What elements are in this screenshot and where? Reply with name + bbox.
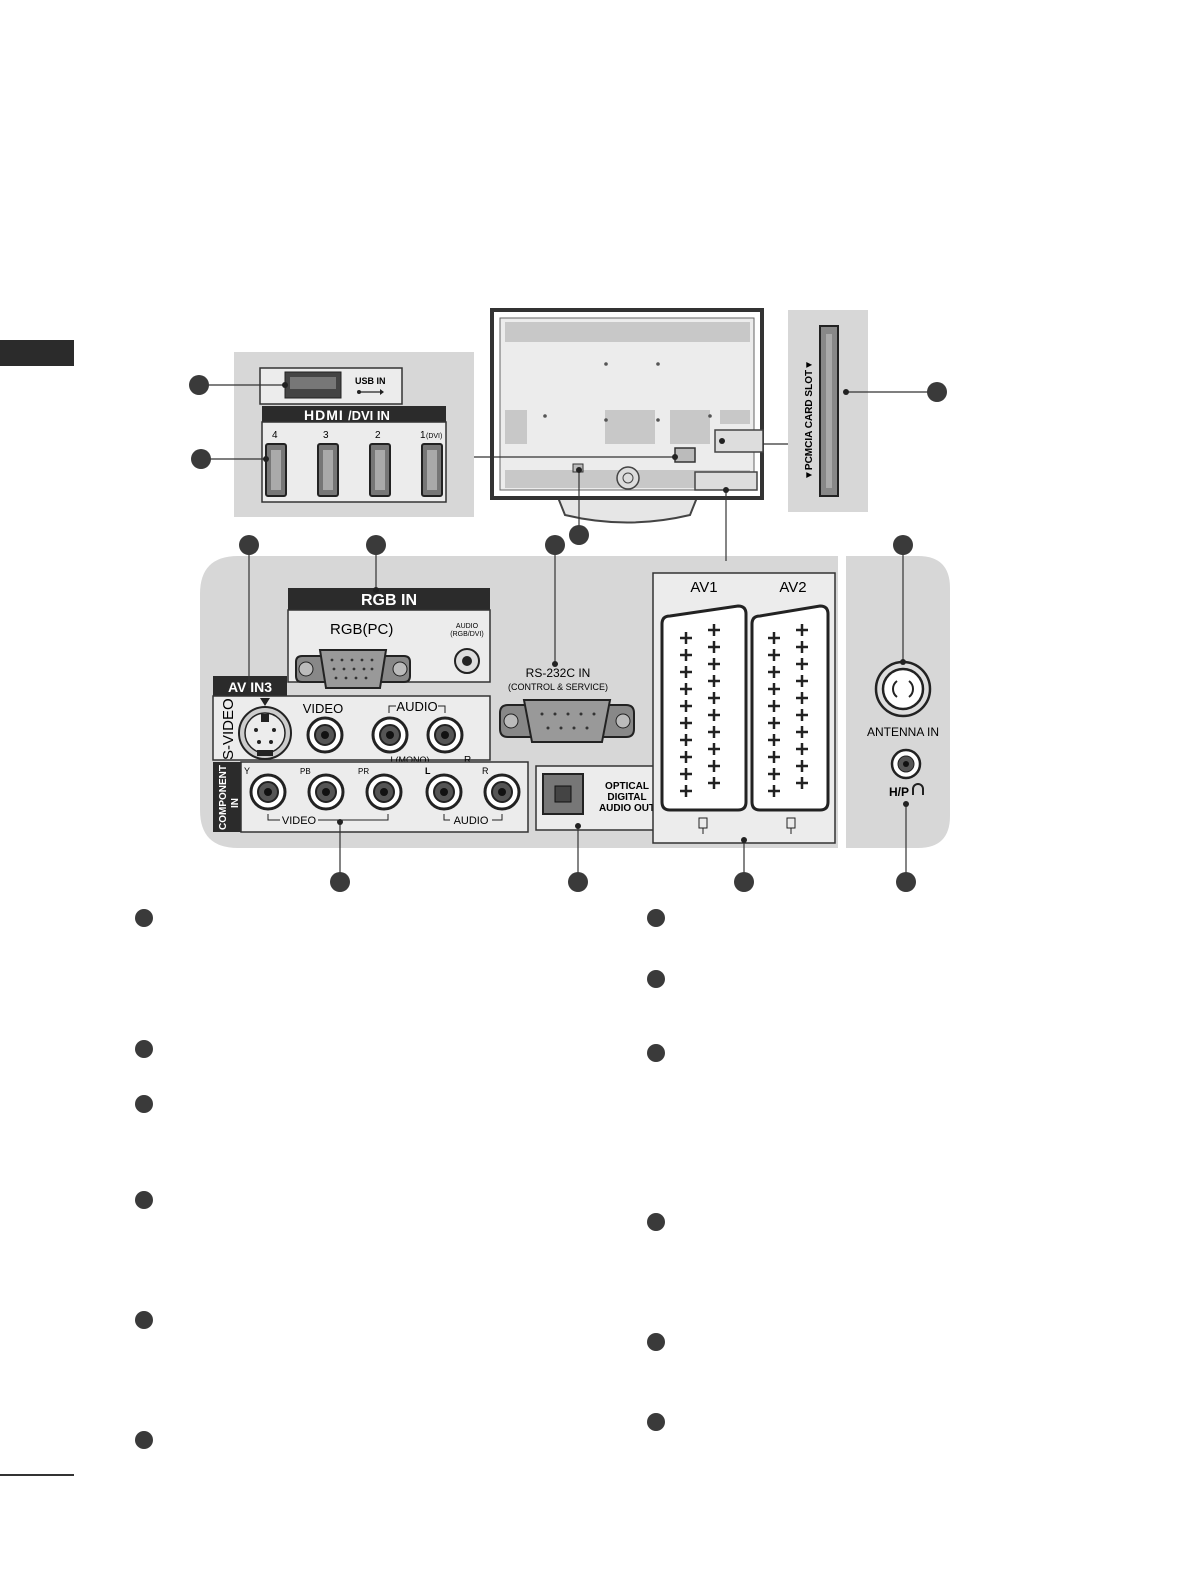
s-video-port — [238, 706, 292, 760]
hdmi-port-4 — [265, 443, 287, 497]
description-bullet — [647, 1413, 665, 1431]
hdmi-dvi-in-label: /DVI IN — [348, 408, 390, 423]
hdmi-port-3-label: 3 — [323, 430, 329, 441]
usb-in-label: USB IN — [355, 376, 386, 386]
scart-av1-icon — [698, 817, 708, 834]
antenna-in-port — [874, 660, 932, 718]
optical-label-1: OPTICAL — [605, 781, 649, 792]
component-label-1: COMPONENT — [218, 765, 229, 830]
headphone-icon — [912, 783, 924, 795]
description-bullet — [647, 909, 665, 927]
audio-r-jack — [426, 716, 464, 754]
component-y-jack — [249, 773, 287, 811]
audio-label: AUDIO — [396, 699, 437, 714]
s-video-label: S-VIDEO — [220, 698, 237, 760]
description-bullet — [647, 1333, 665, 1351]
tv-rear-view — [490, 308, 764, 524]
rs232-label: RS-232C IN — [526, 666, 591, 680]
description-bullet — [135, 1431, 153, 1449]
antenna-in-label: ANTENNA IN — [867, 725, 939, 739]
av1-label: AV1 — [690, 579, 717, 596]
component-audio-r-jack — [483, 773, 521, 811]
callout-marker — [734, 872, 754, 892]
description-bullet — [135, 1095, 153, 1113]
optical-label-2: DIGITAL — [607, 792, 646, 803]
r-label: R — [464, 755, 471, 766]
tv-pcmcia-area — [714, 429, 764, 453]
rgb-in-header: RGB IN — [361, 592, 417, 609]
footer-rule — [0, 1474, 74, 1476]
l-mono-label: L(MONO) — [391, 755, 430, 765]
callout-marker — [239, 535, 259, 555]
component-audio-l-jack — [425, 773, 463, 811]
description-bullet — [135, 909, 153, 927]
video-jack — [306, 716, 344, 754]
hdmi-port-1 — [421, 443, 443, 497]
av2-label: AV2 — [779, 579, 806, 596]
pb-label: PB — [300, 767, 311, 776]
audio-rgb-dvi-label-1: AUDIO — [456, 623, 479, 630]
video-label: VIDEO — [303, 701, 343, 716]
component-pb-jack — [307, 773, 345, 811]
callout-marker — [330, 872, 350, 892]
audio-rgb-dvi-label-2: (RGB/DVI) — [450, 631, 483, 638]
hdmi-port-1-sub: (DVI) — [426, 433, 442, 440]
description-bullet — [135, 1040, 153, 1058]
description-bullets — [135, 909, 665, 1449]
callout-endpoints — [263, 382, 909, 843]
callout-marker — [366, 535, 386, 555]
usb-hdmi-panel: USB IN HDMI /DVI IN 4 3 2 1 (DVI) — [234, 352, 474, 517]
l-label: L — [425, 766, 431, 776]
tv-hdmi-area — [674, 447, 696, 463]
callout-marker — [189, 375, 209, 395]
callout-marker — [545, 535, 565, 555]
description-bullet — [135, 1311, 153, 1329]
rgb-pc-label: RGB(PC) — [330, 621, 393, 638]
callout-marker — [568, 872, 588, 892]
av-in3-header: AV IN3 — [228, 679, 272, 695]
callout-marker — [191, 449, 211, 469]
scart-av2-icon — [786, 817, 796, 834]
hdmi-port-4-label: 4 — [272, 430, 278, 441]
headphone-jack — [890, 748, 922, 780]
pr-label: PR — [358, 767, 369, 776]
description-bullet — [647, 1213, 665, 1231]
component-audio-label: AUDIO — [454, 815, 489, 827]
rs232-port — [499, 699, 635, 743]
callout-marker — [896, 872, 916, 892]
scart-av2-port — [750, 604, 830, 812]
callout-marker — [893, 535, 913, 555]
usb-icon — [357, 389, 384, 395]
component-video-label: VIDEO — [282, 815, 317, 827]
pcmcia-label: ▼PCMCIA CARD SLOT▼ — [804, 360, 815, 480]
callout-markers — [189, 375, 947, 892]
description-bullet — [647, 1044, 665, 1062]
hdmi-port-2 — [369, 443, 391, 497]
optical-label-3: AUDIO OUT — [599, 803, 655, 814]
hdmi-port-1-label: 1 — [420, 430, 426, 441]
rs232-sub-label: (CONTROL & SERVICE) — [508, 682, 608, 692]
section-tab — [0, 340, 74, 366]
scart-av1-port — [660, 604, 748, 812]
component-r-label: R — [482, 766, 489, 776]
main-connector-panel: RGB IN RGB(PC) AUDIO (RGB/DVI) AV IN3 S-… — [200, 556, 950, 848]
callout-marker — [927, 382, 947, 402]
y-label: Y — [244, 766, 250, 776]
callout-marker — [569, 525, 589, 545]
description-bullet — [647, 970, 665, 988]
hp-label: H/P — [889, 785, 909, 799]
component-pr-jack — [365, 773, 403, 811]
description-bullet — [135, 1191, 153, 1209]
vga-port — [295, 649, 411, 689]
component-label-2: IN — [230, 798, 241, 808]
hdmi-port-2-label: 2 — [375, 430, 381, 441]
audio-rgb-dvi-jack — [454, 648, 480, 674]
hdmi-logo: HDMI — [304, 407, 344, 423]
pcmcia-panel: ▼PCMCIA CARD SLOT▼ — [788, 310, 868, 512]
audio-l-jack — [371, 716, 409, 754]
hdmi-port-3 — [317, 443, 339, 497]
